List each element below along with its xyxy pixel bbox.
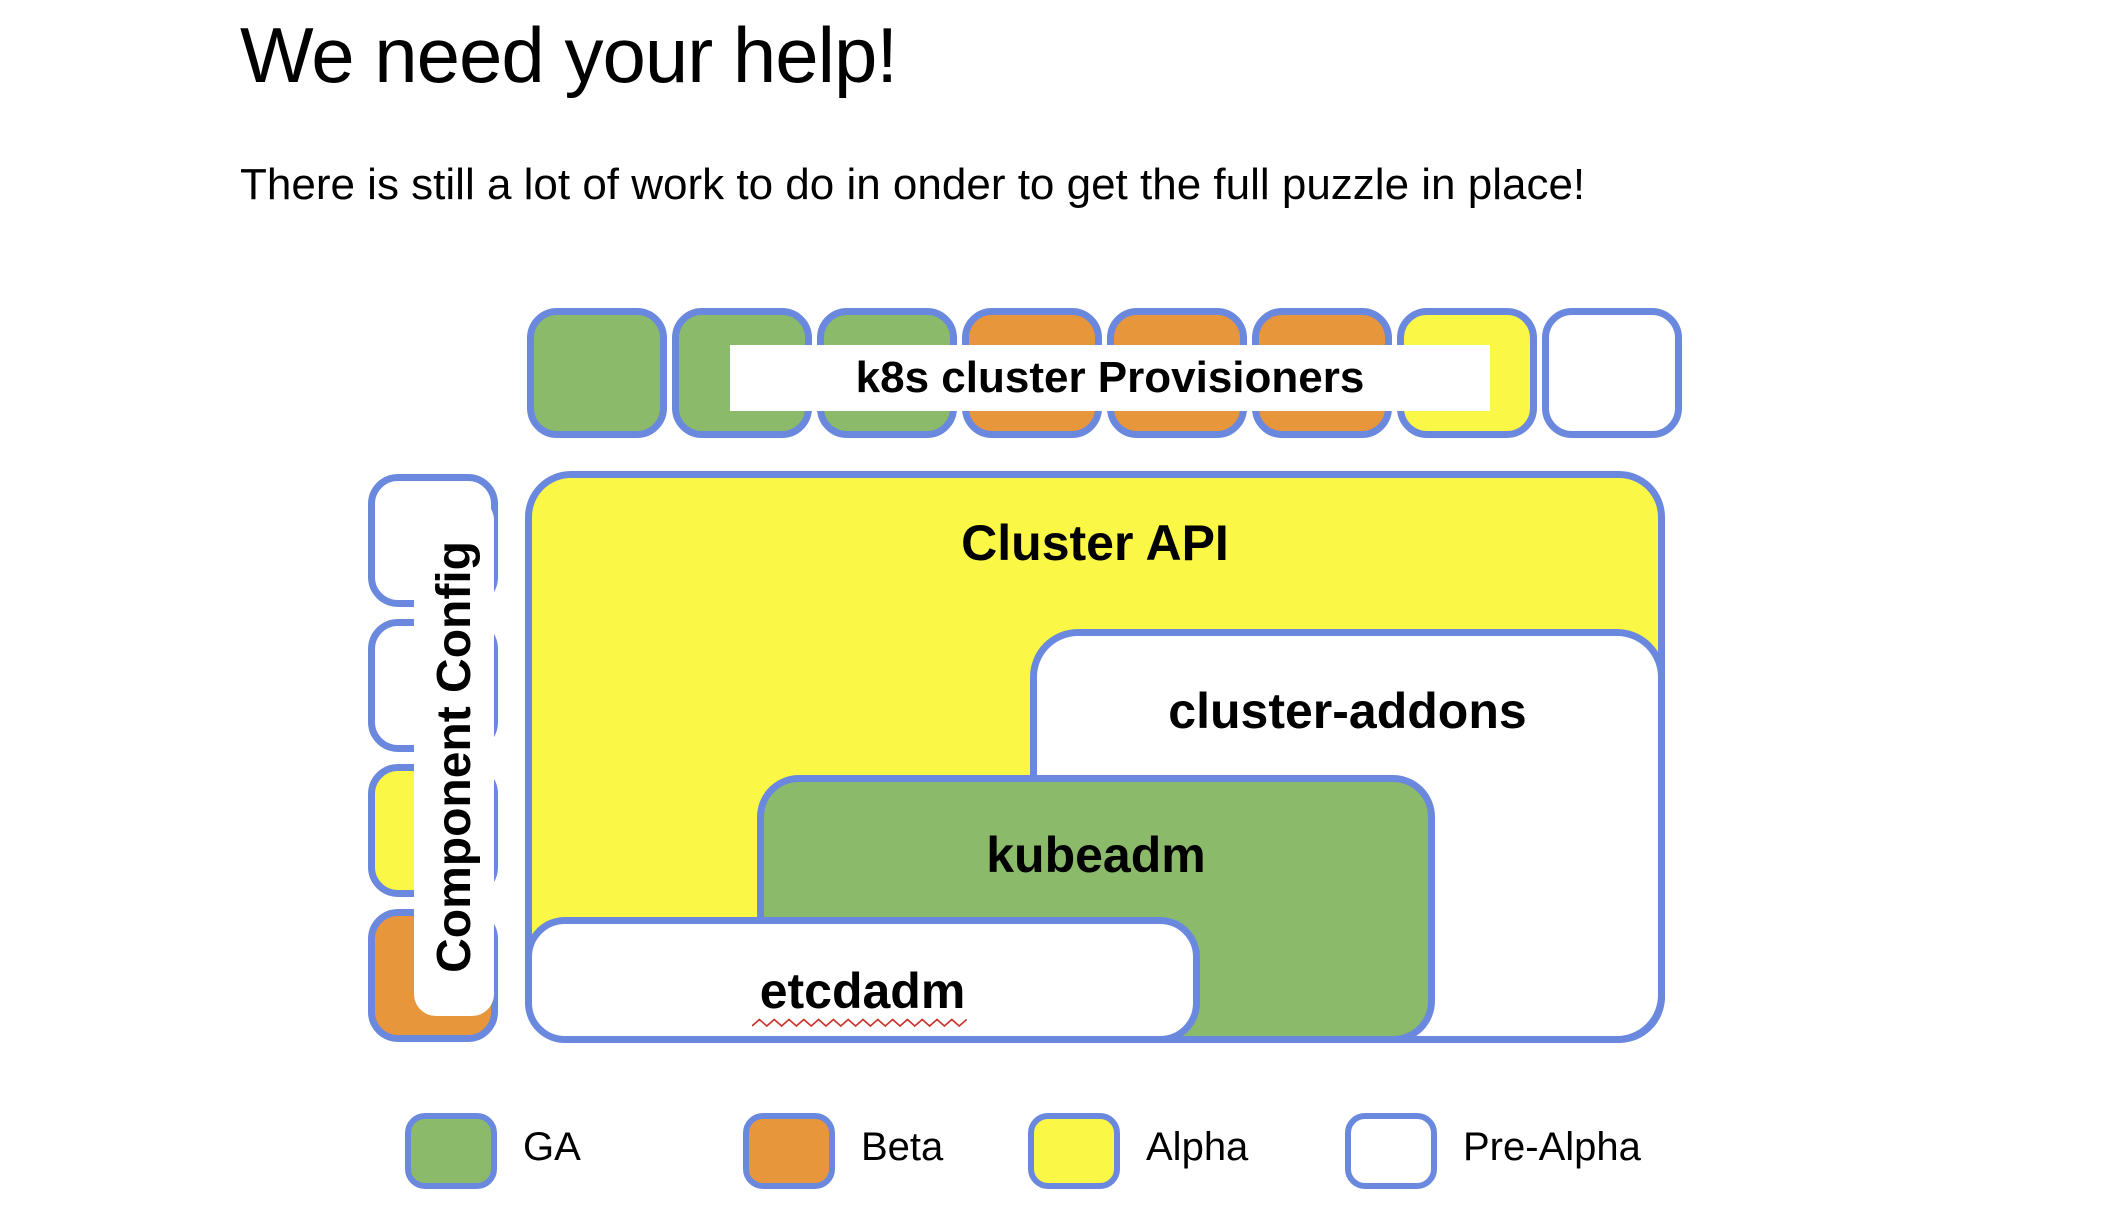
block-etcdadm-label-text: etcdadm (759, 963, 966, 1019)
legend-swatch-pre_alpha (1345, 1113, 1437, 1189)
legend-label: Alpha (1146, 1125, 1249, 1169)
provisioner-square-ga (527, 308, 667, 438)
spellcheck-squiggle (751, 1018, 967, 1028)
block-etcdadm: etcdadm (525, 917, 1200, 1043)
legend-swatch-alpha (1028, 1113, 1120, 1189)
legend-swatch-ga (405, 1113, 497, 1189)
block-kubeadm-label: kubeadm (986, 827, 1206, 883)
block-etcdadm-label: etcdadm (532, 966, 1193, 1028)
legend-label: GA (523, 1125, 581, 1169)
component-config-label-text: Component Config (427, 541, 481, 973)
slide-subtitle: There is still a lot of work to do in on… (240, 160, 1586, 209)
provisioner-square-pre_alpha (1542, 308, 1682, 438)
slide-title: We need your help! (240, 11, 898, 99)
provisioners-label-text: k8s cluster Provisioners (855, 353, 1365, 402)
provisioners-label: k8s cluster Provisioners (730, 345, 1490, 411)
legend-label: Pre-Alpha (1463, 1125, 1641, 1169)
block-cluster-api-label: Cluster API (961, 515, 1229, 571)
legend-swatch-beta (743, 1113, 835, 1189)
legend-label: Beta (861, 1125, 944, 1169)
block-cluster-addons-label: cluster-addons (1168, 683, 1527, 739)
component-config-label: Component Config (414, 498, 494, 1016)
